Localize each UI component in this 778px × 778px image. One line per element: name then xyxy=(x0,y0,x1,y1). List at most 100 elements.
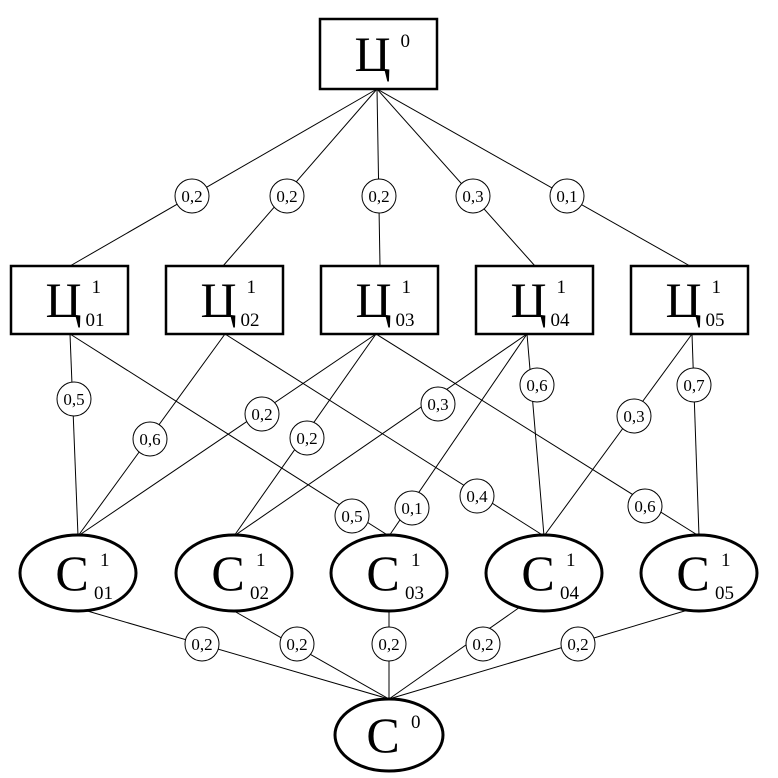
node-superscript: 1 xyxy=(712,277,722,298)
weight-mid4-to-low4: 0,6 xyxy=(519,367,555,403)
weight-circle xyxy=(269,178,305,214)
weight-top-to-mid-2: 0,2 xyxy=(269,178,305,214)
node-ellipse xyxy=(329,533,449,613)
weight-label: 0,5 xyxy=(341,507,362,526)
node-superscript: 1 xyxy=(566,550,576,571)
weight-mid5-to-low4: 0,3 xyxy=(616,398,652,434)
node-superscript: 1 xyxy=(557,277,567,298)
edge-low1-to-bottom xyxy=(83,609,390,700)
node-subscript: 02 xyxy=(241,310,260,331)
weight-label: 0,4 xyxy=(466,487,488,506)
node-box xyxy=(318,17,439,91)
node-symbol: С xyxy=(366,545,399,601)
weight-top-to-mid-1: 0,2 xyxy=(174,178,210,214)
weight-circle xyxy=(361,178,397,214)
node-ellipse xyxy=(333,697,445,773)
weight-label: 0,1 xyxy=(401,499,422,518)
edge-low4-to-bottom xyxy=(388,606,521,700)
weight-circle xyxy=(289,420,325,456)
weight-circle xyxy=(549,178,585,214)
weight-top-to-mid-4: 0,3 xyxy=(455,178,491,214)
node-symbol: Ц xyxy=(665,272,701,328)
node-symbol: С xyxy=(55,545,88,601)
weight-low1-to-bottom: 0,2 xyxy=(184,626,220,662)
node-ellipse xyxy=(174,533,294,613)
weight-label: 0,2 xyxy=(181,187,202,206)
weight-mid1-to-low3: 0,5 xyxy=(334,498,370,534)
node-superscript: 1 xyxy=(100,550,110,571)
edge-mid1-to-low3 xyxy=(69,333,390,537)
weight-circle xyxy=(279,626,315,662)
weight-mid3-to-low1: 0,2 xyxy=(244,396,280,432)
node-superscript: 0 xyxy=(411,712,421,733)
weight-label: 0,3 xyxy=(623,407,644,426)
weight-circle xyxy=(371,626,407,662)
node-subscript: 04 xyxy=(551,310,571,331)
node-subscript: 04 xyxy=(560,583,580,604)
weight-label: 0,6 xyxy=(526,376,547,395)
weight-circle xyxy=(627,488,663,524)
weight-mid4-to-low2: 0,3 xyxy=(420,386,456,422)
node-ellipse xyxy=(484,533,604,613)
weight-circle xyxy=(455,178,491,214)
weight-label: 0,2 xyxy=(191,635,212,654)
weight-label: 0,6 xyxy=(634,497,655,516)
node-box xyxy=(164,264,285,336)
weight-low3-to-bottom: 0,2 xyxy=(371,626,407,662)
node-subscript: 03 xyxy=(396,310,415,331)
weight-label: 0,6 xyxy=(139,430,160,449)
weight-label: 0,2 xyxy=(368,187,389,206)
node-symbol: С xyxy=(211,545,244,601)
node-subscript: 05 xyxy=(715,583,734,604)
edge-top-to-mid-2 xyxy=(222,88,378,267)
weight-label: 0,2 xyxy=(378,635,399,654)
weight-circle xyxy=(459,478,495,514)
weight-low5-to-bottom: 0,2 xyxy=(560,626,596,662)
weight-label: 0,2 xyxy=(276,187,297,206)
edge-top-to-mid-5 xyxy=(376,88,691,267)
weight-circle xyxy=(420,386,456,422)
edge-mid5-to-low5 xyxy=(691,333,700,537)
edge-low5-to-bottom xyxy=(388,606,699,700)
node-ellipse xyxy=(639,533,759,613)
weight-label: 0,2 xyxy=(567,635,588,654)
edge-top-to-mid-4 xyxy=(376,88,536,267)
weight-label: 0,2 xyxy=(251,405,272,424)
node-symbol: С xyxy=(366,707,399,763)
weight-mid2-to-low1: 0,6 xyxy=(132,421,168,457)
node-superscript: 1 xyxy=(92,277,102,298)
node-symbol: Ц xyxy=(200,272,236,328)
edge-mid2-to-low4 xyxy=(224,333,545,537)
edge-mid4-to-low4 xyxy=(526,333,545,537)
weight-mid3-to-low2: 0,2 xyxy=(289,420,325,456)
weight-top-to-mid-5: 0,1 xyxy=(549,178,585,214)
node-superscript: 0 xyxy=(401,31,411,52)
node-ellipse xyxy=(18,533,138,613)
weight-mid1-to-low1: 0,5 xyxy=(56,381,92,417)
node-subscript: 01 xyxy=(86,310,105,331)
weight-low2-to-bottom: 0,2 xyxy=(279,626,315,662)
node-superscript: 1 xyxy=(256,550,266,571)
weight-circle xyxy=(616,398,652,434)
weight-circle xyxy=(676,367,712,403)
weight-mid5-to-low5: 0,7 xyxy=(676,367,712,403)
weight-label: 0,3 xyxy=(427,395,448,414)
weight-low4-to-bottom: 0,2 xyxy=(465,626,501,662)
weight-mid4-to-low3: 0,1 xyxy=(394,490,430,526)
weight-label: 0,5 xyxy=(63,390,84,409)
node-superscript: 1 xyxy=(402,277,412,298)
weight-circle xyxy=(394,490,430,526)
weight-circle xyxy=(174,178,210,214)
weight-label: 0,2 xyxy=(296,429,317,448)
